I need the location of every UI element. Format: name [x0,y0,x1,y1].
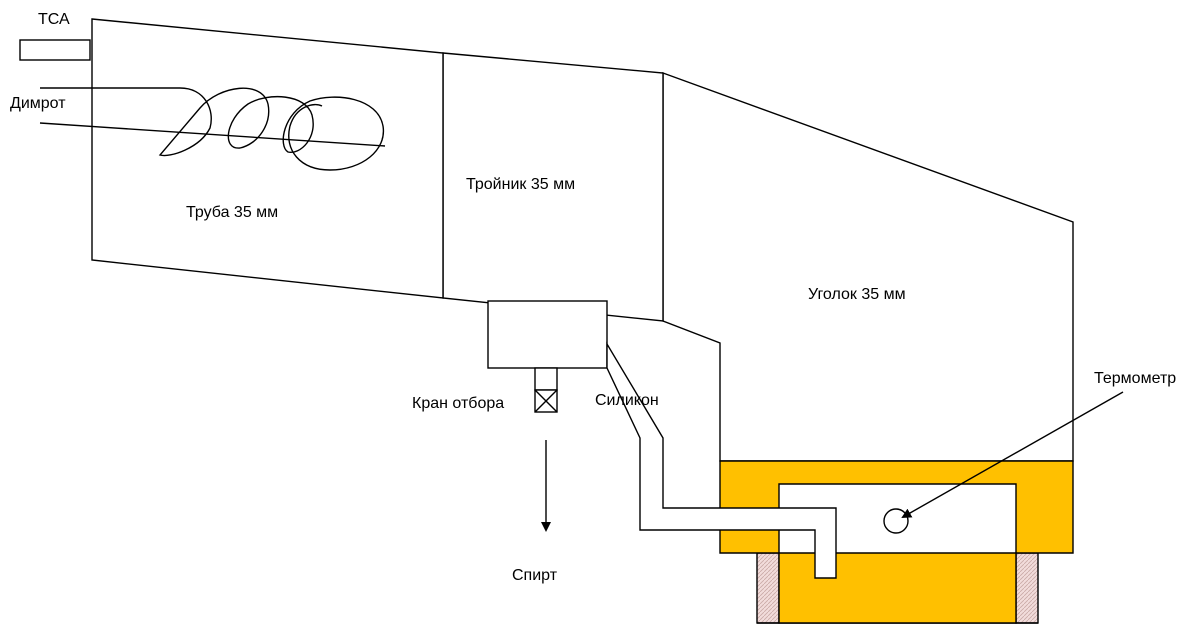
label-thermometer: Термометр [1094,370,1176,387]
left-support [756,552,780,624]
label-valve: Кран отбора [412,395,504,412]
tsa-fitting [19,39,91,61]
tee-outlet-block [487,300,608,369]
label-dimrot: Димрот [10,95,66,112]
label-silicone: Силикон [595,392,659,409]
right-support [1015,552,1039,624]
pipe-body [91,18,444,299]
thermometer-sensor [883,508,909,534]
valve-cross-b [534,389,558,413]
label-tee: Тройник 35 мм [466,176,575,193]
silicone-tube [606,341,837,579]
label-elbow: Уголок 35 мм [808,286,906,303]
dimrot-lead-lower [39,122,386,147]
label-pipe: Труба 35 мм [186,204,278,221]
dimrot-coil [40,87,385,171]
thermometer-pointer [901,391,1124,518]
label-tsa: ТСА [38,11,70,28]
label-alcohol: Спирт [512,567,558,584]
valve-stem [534,367,558,391]
elbow-body [662,72,1074,462]
